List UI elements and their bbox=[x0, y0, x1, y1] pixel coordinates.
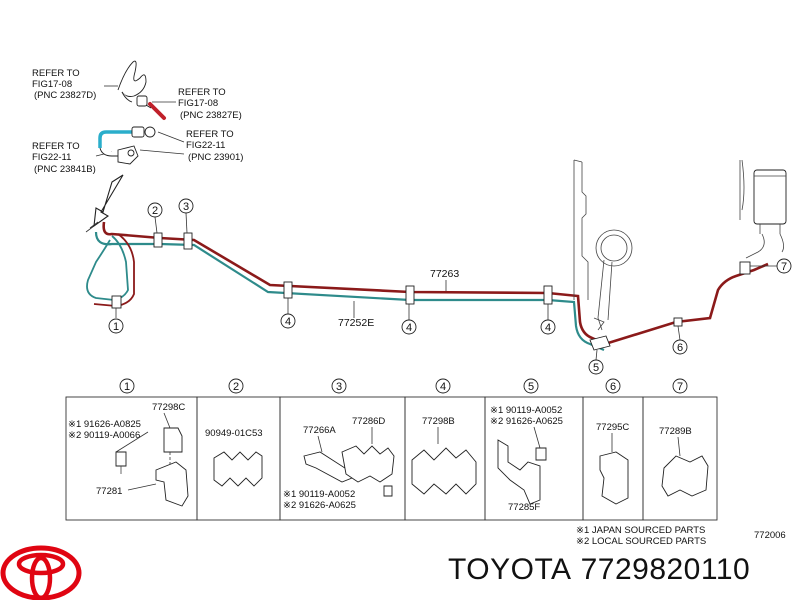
part-77286D: 77286D bbox=[352, 416, 385, 427]
part-77266A: 77266A bbox=[303, 425, 336, 436]
callouts: 1 2 3 4 4 4 4 bbox=[108, 198, 792, 375]
svg-text:4: 4 bbox=[440, 381, 446, 393]
clip-2 bbox=[153, 232, 163, 248]
clip-5 bbox=[589, 335, 611, 351]
clip-7 bbox=[739, 261, 751, 275]
part-77295C: 77295C bbox=[596, 422, 629, 433]
refer-label-4: REFER TO FIG22-11 (PNC 23841B) bbox=[32, 141, 96, 175]
parts-table: 1 2 3 4 5 6 7 77298C ※1 91626-A0825 ※2 9… bbox=[65, 378, 718, 521]
svg-text:REFER TO: REFER TO bbox=[32, 141, 80, 152]
callout-5: 5 bbox=[588, 349, 604, 375]
svg-text:(PNC 23901): (PNC 23901) bbox=[188, 152, 243, 163]
svg-text:5: 5 bbox=[528, 381, 534, 393]
svg-text:REFER TO: REFER TO bbox=[178, 87, 226, 98]
svg-text:4: 4 bbox=[545, 322, 551, 334]
note-japan-sourced: ※1 JAPAN SOURCED PARTS bbox=[576, 525, 705, 536]
brand-name: TOYOTA bbox=[448, 553, 572, 586]
svg-text:3: 3 bbox=[183, 201, 189, 213]
part-number: 7729820110 bbox=[580, 553, 751, 586]
clip-drawing-6 bbox=[599, 451, 629, 505]
red-hose bbox=[148, 102, 166, 120]
part-77298B: 77298B bbox=[422, 416, 455, 427]
svg-text:7: 7 bbox=[677, 381, 683, 393]
svg-text:5: 5 bbox=[593, 362, 599, 374]
toyota-logo bbox=[0, 545, 82, 600]
clip-4a bbox=[283, 281, 293, 299]
clip-4b bbox=[405, 285, 415, 305]
refer-label-1: REFER TO FIG17-08 (PNC 23827D) bbox=[32, 68, 96, 101]
svg-text:1: 1 bbox=[124, 381, 130, 393]
clip-6 bbox=[673, 317, 683, 327]
callout-4c: 4 bbox=[540, 304, 556, 335]
cell-7 bbox=[642, 396, 718, 521]
clip-drawing-2 bbox=[213, 451, 263, 487]
bracket-drawing-77281 bbox=[155, 461, 189, 507]
callout-1: 1 bbox=[108, 308, 124, 334]
part-90119-A0066: ※2 90119-A0066 bbox=[68, 430, 140, 441]
callout-6: 6 bbox=[672, 325, 688, 355]
line-label-lower: 77252E bbox=[338, 317, 374, 329]
part-77281: 77281 bbox=[96, 486, 122, 497]
svg-text:6: 6 bbox=[610, 381, 616, 393]
svg-text:FIG22-11: FIG22-11 bbox=[32, 152, 71, 163]
clip-drawing-1 bbox=[163, 427, 183, 453]
clip-drawing-77266A bbox=[303, 451, 353, 483]
clip-1 bbox=[111, 295, 122, 309]
part-91626-A0825: ※1 91626-A0825 bbox=[68, 419, 141, 430]
svg-text:(PNC 23841B): (PNC 23841B) bbox=[34, 164, 96, 175]
bracket-drawing-77285F bbox=[497, 439, 541, 505]
svg-text:FIG17-08: FIG17-08 bbox=[32, 79, 72, 90]
canister bbox=[753, 169, 787, 225]
part-90119-A0052-b: ※1 90119-A0052 bbox=[490, 405, 562, 416]
clip-drawing-77286D bbox=[341, 445, 395, 483]
part-77298C: 77298C bbox=[152, 402, 185, 413]
svg-text:4: 4 bbox=[406, 322, 412, 334]
line-clips bbox=[111, 232, 751, 351]
direction-arrow bbox=[93, 174, 124, 228]
brake-line-lower bbox=[94, 231, 605, 352]
svg-text:(PNC 23827E): (PNC 23827E) bbox=[180, 110, 242, 121]
svg-text:4: 4 bbox=[285, 316, 291, 328]
table-header-numbers: 1 2 3 4 5 6 7 bbox=[119, 378, 688, 394]
hose-assembly bbox=[98, 60, 166, 165]
part-91626-A0625-a: ※2 91626-A0625 bbox=[283, 500, 356, 511]
cyan-hose bbox=[98, 130, 132, 148]
body-structure bbox=[573, 159, 787, 331]
svg-text:REFER TO: REFER TO bbox=[32, 68, 80, 79]
svg-text:3: 3 bbox=[336, 381, 342, 393]
svg-text:6: 6 bbox=[677, 342, 683, 354]
svg-text:FIG17-08: FIG17-08 bbox=[178, 98, 218, 109]
part-77289B: 77289B bbox=[659, 426, 692, 437]
svg-text:FIG22-11: FIG22-11 bbox=[186, 140, 225, 151]
note-local-sourced: ※2 LOCAL SOURCED PARTS bbox=[576, 536, 706, 547]
callout-4a: 4 bbox=[280, 298, 296, 329]
part-91626-A0625-b: ※2 91626-A0625 bbox=[490, 416, 563, 427]
callout-7: 7 bbox=[750, 258, 792, 274]
svg-text:7: 7 bbox=[781, 261, 787, 273]
callout-3: 3 bbox=[178, 198, 194, 234]
clip-drawing-4 bbox=[411, 447, 477, 495]
clip-drawing-7 bbox=[661, 455, 709, 497]
part-90119-A0052-a: ※1 90119-A0052 bbox=[283, 489, 355, 500]
callout-2: 2 bbox=[147, 202, 163, 234]
clip-4c bbox=[543, 285, 553, 305]
brake-line-upper bbox=[102, 221, 769, 346]
line-label-upper: 77263 bbox=[430, 268, 459, 280]
part-77285F: 77285F bbox=[508, 502, 540, 513]
svg-text:2: 2 bbox=[233, 381, 239, 393]
svg-text:1: 1 bbox=[113, 321, 119, 333]
clip-3 bbox=[183, 232, 193, 250]
refer-label-3: REFER TO FIG22-11 (PNC 23901) bbox=[186, 129, 243, 163]
svg-text:(PNC 23827D): (PNC 23827D) bbox=[34, 90, 96, 101]
svg-text:REFER TO: REFER TO bbox=[186, 129, 234, 140]
callout-4b: 4 bbox=[401, 304, 417, 335]
refer-label-2: REFER TO FIG17-08 (PNC 23827E) bbox=[178, 87, 242, 121]
figure-code: 772006 bbox=[754, 530, 786, 541]
part-90949-01C53: 90949-01C53 bbox=[205, 428, 263, 439]
svg-text:2: 2 bbox=[152, 205, 158, 217]
